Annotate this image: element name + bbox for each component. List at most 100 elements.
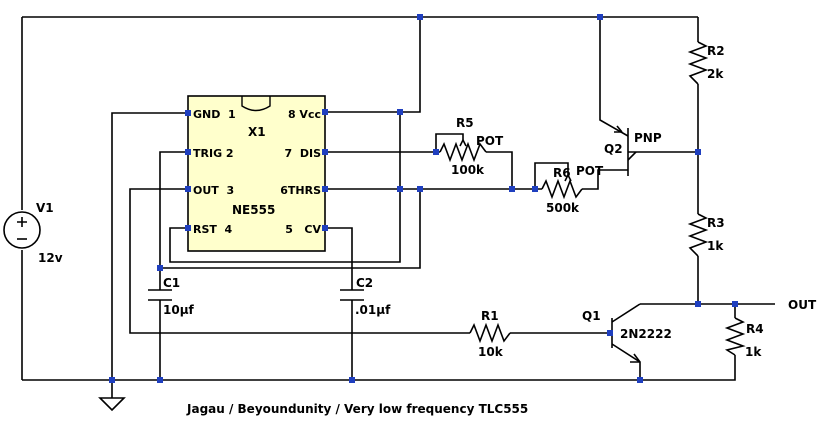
q1-value: 2N2222 [620, 327, 672, 341]
wire-trig [159, 151, 188, 290]
q2-emitter-arrow-icon [614, 125, 623, 133]
potentiometer-r6: R6 POT 500k [541, 164, 604, 215]
c2-plate-icon [340, 289, 364, 301]
output-label: OUT [788, 298, 817, 312]
junction-dot [597, 14, 603, 20]
r3-ref: R3 [707, 216, 725, 230]
wire-bottom-rail-right [640, 355, 736, 381]
wire-vcc-feed [325, 17, 421, 113]
junction-dot [695, 301, 701, 307]
wire-q2-emitter [599, 17, 629, 137]
junction-dot [349, 377, 355, 383]
junction-dot [185, 225, 191, 231]
junction-dot [417, 14, 423, 20]
q1-emitter-arrow-icon [630, 353, 641, 363]
wire-gnd [111, 112, 188, 398]
v1-circle-icon [3, 211, 41, 249]
pin-vcc-label: 8 Vcc [288, 108, 321, 121]
q2-ref: Q2 [604, 142, 623, 156]
r5-ref: R5 [456, 116, 474, 130]
ic-ref: X1 [248, 125, 266, 139]
ic-body [187, 95, 326, 252]
pin-trig-label: TRIG 2 [193, 147, 234, 160]
junction-dot [397, 186, 403, 192]
pin-rst-label: RST 4 [193, 223, 233, 236]
wire-q1-collector [611, 303, 641, 323]
v1-plus-icon [17, 217, 27, 227]
wire-thrs-loop [160, 189, 421, 269]
potentiometer-r5: R5 POT 100k [439, 116, 504, 177]
junctions [109, 14, 738, 383]
capacitor-c1: C1 10µf [148, 276, 195, 317]
r6-ref: R6 [553, 166, 571, 180]
junction-dot [417, 186, 423, 192]
v1-value: 12v [38, 251, 63, 265]
capacitor-c2: C2 .01µf [340, 276, 391, 317]
r2-ref: R2 [707, 44, 725, 58]
junction-dot [322, 149, 328, 155]
junction-dot [157, 265, 163, 271]
c1-value: 10µf [163, 303, 195, 317]
r1-value: 10k [478, 345, 504, 359]
schematic-caption: Jagau / Beyoundunity / Very low frequenc… [186, 402, 528, 416]
junction-dot [322, 186, 328, 192]
junction-dot [322, 109, 328, 115]
r5-type: POT [476, 134, 504, 148]
r6-value: 500k [546, 201, 580, 215]
q1-ref: Q1 [582, 309, 601, 323]
r2-zigzag-icon [687, 41, 709, 85]
r1-zigzag-icon [469, 322, 511, 344]
c1-plate-icon [148, 289, 172, 301]
junction-dot [732, 301, 738, 307]
ic-ne555: X1 NE555 GND 1 TRIG 2 OUT 3 RST 4 8 Vcc … [187, 95, 326, 252]
wire-r5-right [486, 151, 513, 189]
q2-value: PNP [634, 131, 662, 145]
wire-rst-loop [169, 112, 401, 263]
r6-type: POT [576, 164, 604, 178]
r4-zigzag-icon [724, 317, 746, 356]
junction-dot [509, 186, 515, 192]
r6-zigzag-icon [541, 178, 583, 200]
resistor-r4: R4 1k [724, 317, 764, 359]
r4-ref: R4 [746, 322, 764, 336]
ic-notch [241, 96, 271, 112]
junction-dot [695, 149, 701, 155]
wire-r6-right [582, 169, 628, 190]
junction-dot [322, 225, 328, 231]
junction-dot [532, 186, 538, 192]
r3-value: 1k [707, 239, 724, 253]
ground-icon [98, 397, 126, 412]
r3-zigzag-icon [687, 213, 709, 257]
transistor-q2: Q2 PNP [604, 125, 662, 176]
pin-cv-label: 5 CV [285, 223, 321, 236]
c1-ref: C1 [163, 276, 180, 290]
v1-ref: V1 [36, 201, 54, 215]
r5-arrow-icon [459, 139, 467, 147]
junction-dot [637, 377, 643, 383]
c2-value: .01µf [355, 303, 391, 317]
resistor-r2: R2 2k [687, 41, 725, 85]
r6-arrow-icon [564, 174, 572, 182]
junction-dot [607, 330, 613, 336]
junction-dot [185, 110, 191, 116]
pin-thrs-label: 6THRS [280, 184, 321, 197]
c2-ref: C2 [356, 276, 373, 290]
transistor-q1: Q1 2N2222 [582, 309, 672, 363]
r2-value: 2k [707, 67, 724, 81]
r5-value: 100k [451, 163, 485, 177]
junction-dot [397, 109, 403, 115]
wire-cv [325, 227, 353, 290]
ic-part: NE555 [232, 203, 275, 217]
wire-r5-wiper [435, 133, 464, 152]
q2-collector-lead-icon [627, 151, 637, 161]
pin-out-label: OUT 3 [193, 184, 234, 197]
source-v1: V1 12v [3, 201, 63, 265]
junction-dot [157, 377, 163, 383]
junction-dot [185, 149, 191, 155]
junction-dot [185, 186, 191, 192]
r5-zigzag-icon [439, 141, 487, 163]
r4-value: 1k [745, 345, 762, 359]
resistor-r1: R1 10k [469, 309, 511, 359]
resistor-r3: R3 1k [687, 213, 725, 257]
